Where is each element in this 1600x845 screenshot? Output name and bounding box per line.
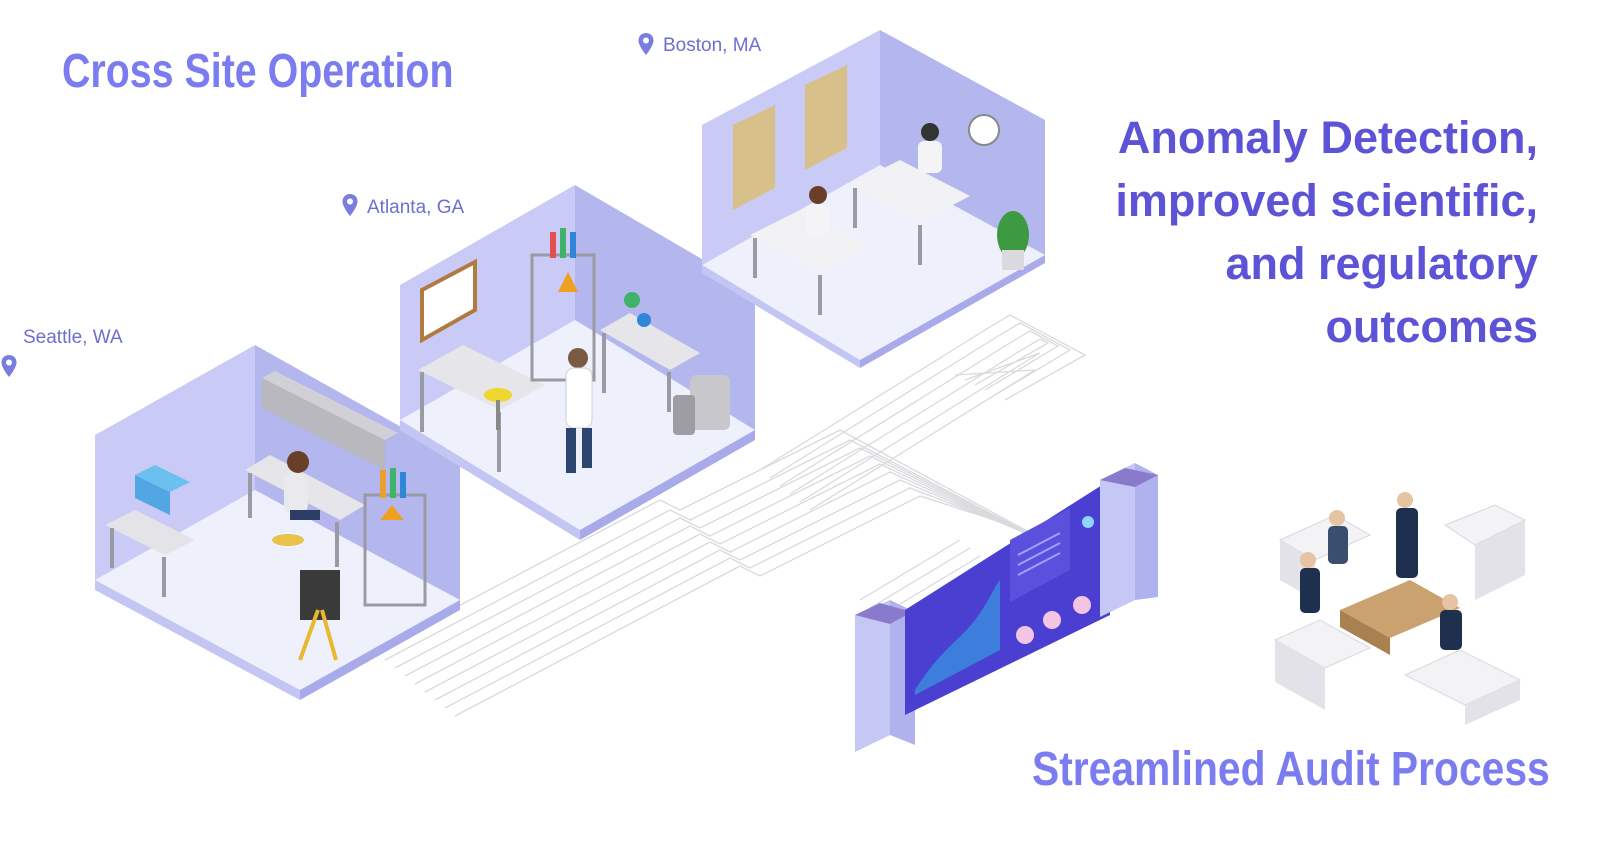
anomaly-line-3: and regulatory [1225,238,1538,289]
network-lines [374,314,1091,717]
map-pin-icon [342,194,358,216]
location-label-seattle: Seattle, WA [23,327,123,348]
location-label-boston: Boston, MA [663,35,762,56]
streamlined-audit-heading: Streamlined Audit Process [1032,743,1550,796]
anomaly-detection-heading: Anomaly Detection, improved scientific, … [1018,106,1538,358]
map-pin-icon [1,355,17,377]
location-label-atlanta: Atlanta, GA [367,197,465,218]
boston-office-room [702,30,1045,368]
anomaly-line-2: improved scientific, [1115,175,1538,226]
map-pin-icon [638,33,654,55]
atlanta-lab-room [400,185,755,540]
anomaly-line-1: Anomaly Detection, [1117,112,1538,163]
anomaly-line-4: outcomes [1325,301,1538,352]
cross-site-operation-heading: Cross Site Operation [62,45,454,98]
analytics-dashboard-gate [855,463,1158,752]
seattle-lab-room [95,345,460,700]
audit-meeting-group [1273,492,1527,725]
